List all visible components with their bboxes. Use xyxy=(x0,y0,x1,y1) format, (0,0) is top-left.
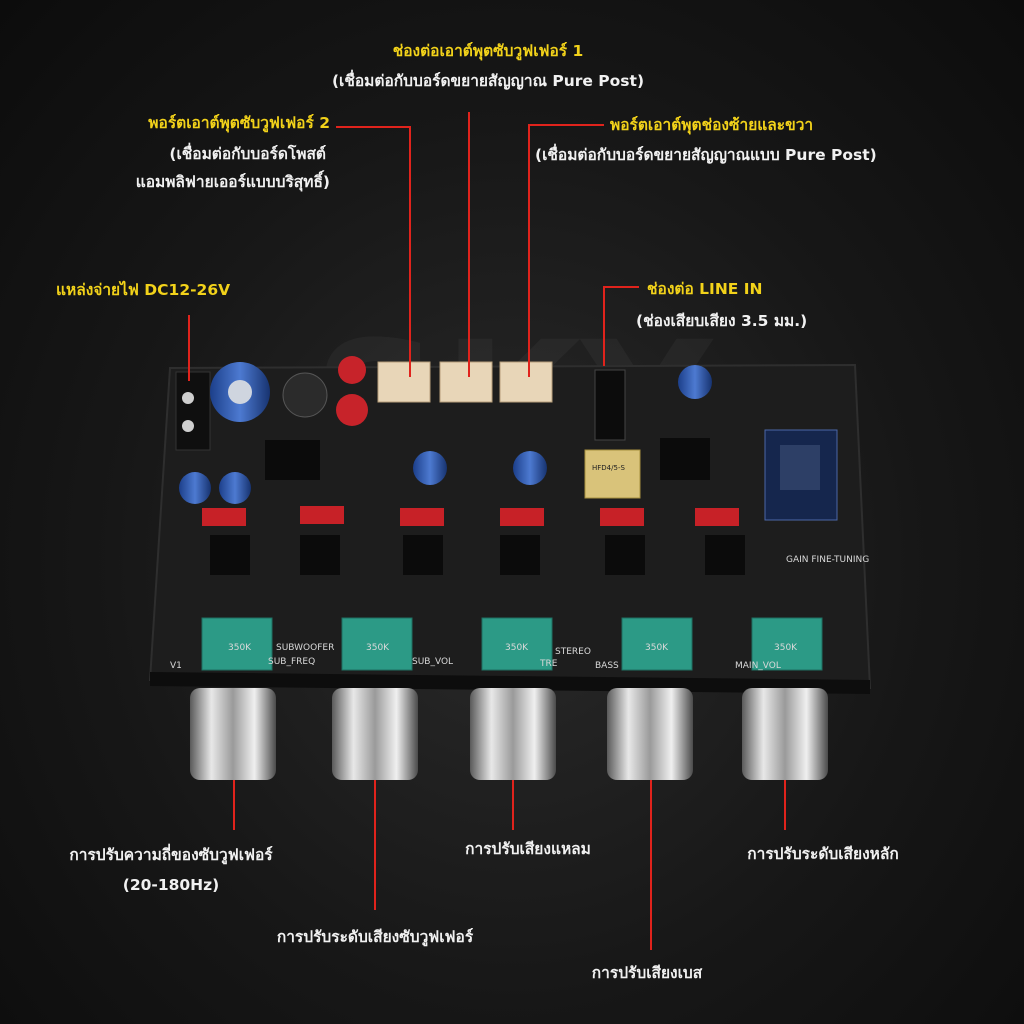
silk-sub-freq: SUB_FREQ xyxy=(268,657,315,667)
lr-out-title: พอร์ตเอาต์พุตช่องซ้ายและขวา xyxy=(610,116,814,134)
silk-gain: GAIN FINE-TUNING xyxy=(786,555,869,565)
sub-out-2-desc-2: แอมพลิฟายเออร์แบบบริสุทธิ์) xyxy=(135,173,330,191)
silk-subwoofer: SUBWOOFER xyxy=(276,643,334,653)
sub-freq-title: การปรับความถี่ของซับวูฟเฟอร์ xyxy=(69,846,273,864)
bass-title: การปรับเสียงเบส xyxy=(591,964,703,982)
leader-sub-out-2-h xyxy=(336,126,410,128)
leader-lr-out-h xyxy=(528,124,604,126)
silk-tre: TRE xyxy=(539,659,558,669)
leader-sub-vol xyxy=(374,780,376,910)
silk-main-vol: MAIN_VOL xyxy=(735,661,781,671)
silk-sub-vol: SUB_VOL xyxy=(412,657,453,667)
control-knobs xyxy=(190,688,828,780)
leader-sub-freq xyxy=(233,780,235,830)
sub-out-1-title: ช่องต่อเอาต์พุตซับวูฟเฟอร์ 1 xyxy=(392,42,584,60)
leader-power xyxy=(188,315,190,381)
lr-out-desc: (เชื่อมต่อกับบอร์ดขยายสัญญาณแบบ Pure Pos… xyxy=(535,146,877,164)
power-title: แหล่งจ่ายไฟ DC12-26V xyxy=(56,281,231,299)
pot-value-4: 350K xyxy=(645,643,669,653)
main-vol-title: การปรับระดับเสียงหลัก xyxy=(747,845,899,863)
leader-sub-out-1 xyxy=(468,112,470,377)
line-in-title: ช่องต่อ LINE IN xyxy=(647,280,763,298)
line-in-desc: (ช่องเสียบเสียง 3.5 มม.) xyxy=(636,312,808,330)
board-version: V1 xyxy=(170,661,182,671)
pot-value-1: 350K xyxy=(228,643,252,653)
leader-main-vol xyxy=(784,780,786,830)
pot-value-2: 350K xyxy=(366,643,390,653)
sub-out-2-title: พอร์ตเอาต์พุตซับวูฟเฟอร์ 2 xyxy=(148,114,330,132)
potentiometers xyxy=(201,617,823,671)
power-terminal xyxy=(175,371,211,451)
pot-value-3: 350K xyxy=(505,643,529,653)
treble-title: การปรับเสียงแหลม xyxy=(465,840,591,858)
sub-out-2-desc-1: (เชื่อมต่อกับบอร์ดโพสต์ xyxy=(169,145,326,163)
sub-vol-title: การปรับระดับเสียงซับวูฟเฟอร์ xyxy=(276,928,474,946)
audio-jack xyxy=(594,369,626,441)
leader-sub-out-2-v xyxy=(409,126,411,377)
sub-freq-desc: (20-180Hz) xyxy=(122,876,220,894)
pot-value-5: 350K xyxy=(774,643,798,653)
leader-lr-out-v xyxy=(528,124,530,377)
silk-stereo: STEREO xyxy=(555,647,591,657)
silk-relay: HFD4/5-S xyxy=(592,464,625,472)
silk-bass: BASS xyxy=(595,661,619,671)
leader-treble xyxy=(512,780,514,830)
leader-bass xyxy=(650,780,652,950)
leader-line-in-h xyxy=(603,286,639,288)
leader-line-in-v xyxy=(603,286,605,366)
sub-out-1-desc: (เชื่อมต่อกับบอร์ดขยายสัญญาณ Pure Post) xyxy=(331,72,645,90)
